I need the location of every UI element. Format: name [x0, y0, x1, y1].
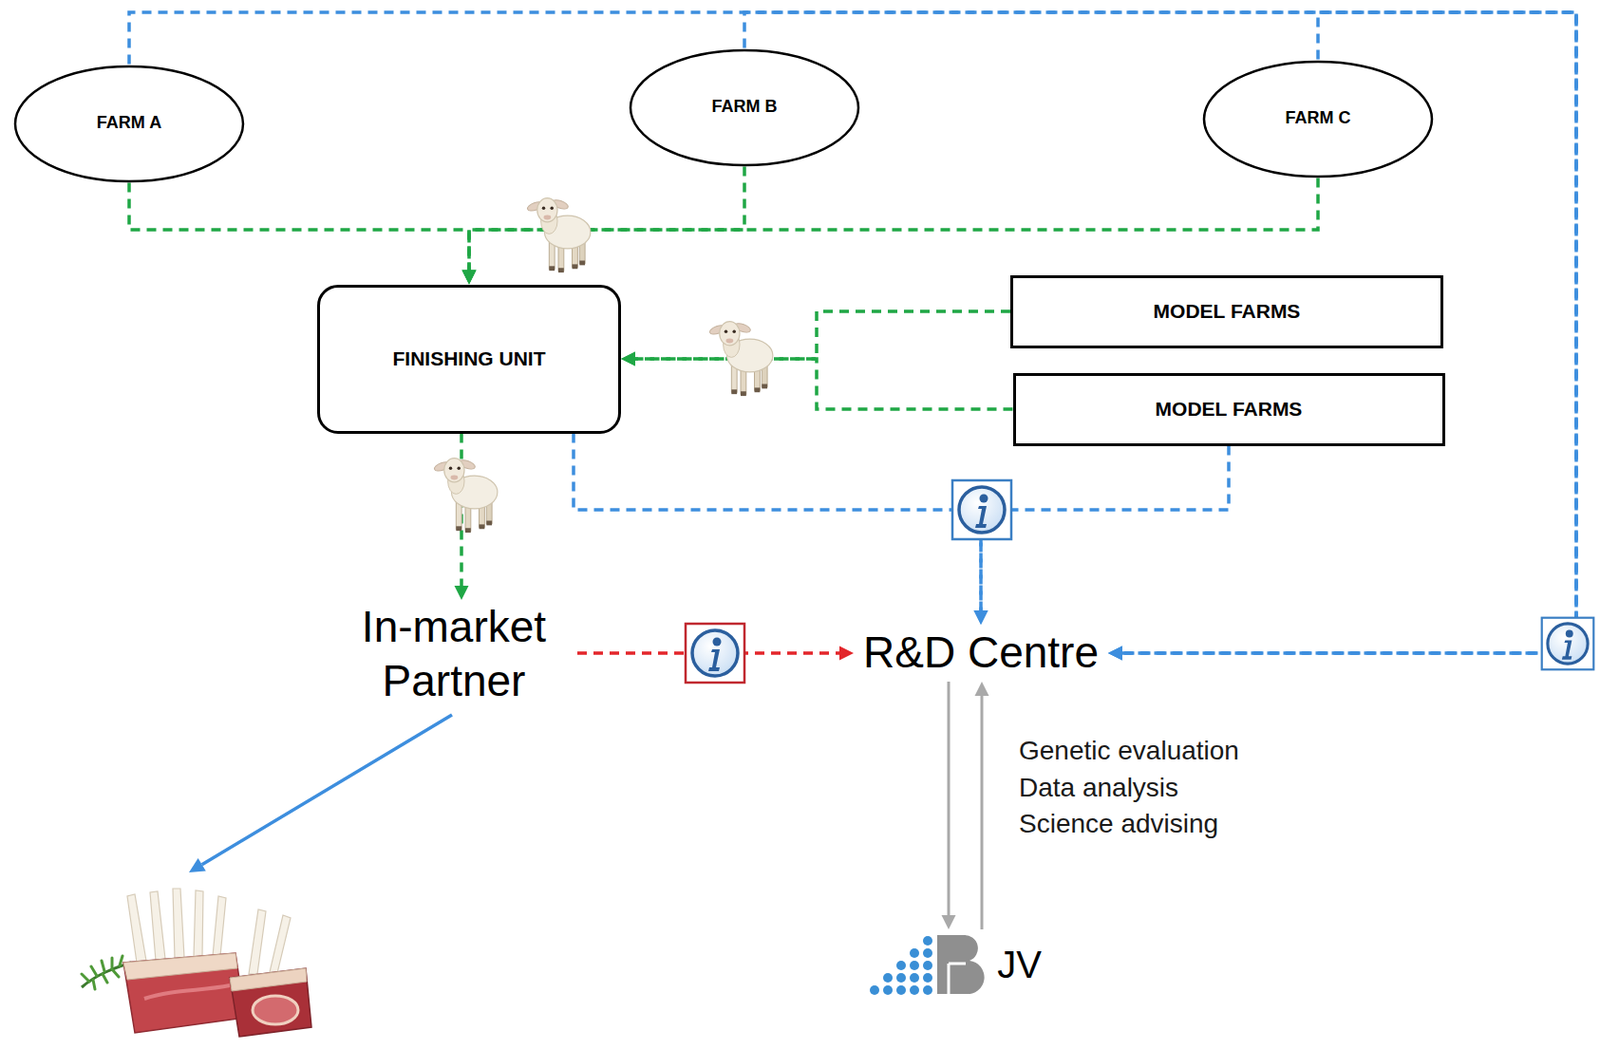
arrow-head: [621, 352, 636, 367]
arrow-head: [1108, 646, 1123, 661]
centre-node: R&D Centre: [853, 624, 1109, 682]
arrow-head: [462, 270, 477, 285]
lamb-picture: [708, 321, 773, 396]
arrow-head: [941, 915, 957, 930]
text-column: FARM A: [96, 112, 162, 134]
lamb-picture: [526, 198, 591, 273]
connector-line: [469, 178, 1318, 272]
farm-ellipse: FARM C: [1202, 59, 1434, 179]
lamb-picture: [432, 458, 498, 533]
model-farms-box: MODEL FARMS: [1013, 373, 1446, 447]
text-column: In-market Partner: [330, 600, 578, 709]
arrow-head: [462, 270, 477, 285]
arrow-head: [839, 646, 854, 661]
connector: [129, 183, 477, 285]
connector: [129, 12, 1577, 661]
arrow-head: [974, 610, 989, 625]
finishing-unit-box: FINISHING UNIT: [317, 284, 622, 434]
arrow-head: [454, 585, 470, 601]
connector-line: [129, 12, 1577, 654]
connector: [941, 681, 957, 930]
connector-line: [573, 433, 981, 613]
info-icon: [952, 480, 1012, 540]
text-column: MODEL FARMS: [1153, 299, 1301, 323]
connector-line: [129, 183, 470, 272]
jv-node: JV: [865, 929, 1044, 1000]
node-label: JV: [997, 941, 1042, 988]
node-label: MODEL FARMS: [1155, 396, 1303, 421]
connector: [573, 433, 989, 626]
partner-node: In-market Partner: [330, 600, 578, 709]
node-label: MODEL FARMS: [1153, 299, 1301, 323]
info-icon: [1542, 618, 1595, 671]
text-column: JV: [997, 941, 1042, 988]
farm-ellipse: FARM A: [13, 64, 245, 184]
connector-line: [634, 358, 1014, 410]
node-label: R&D Centre: [863, 626, 1099, 679]
connector-line: [980, 695, 984, 930]
node-label: FARM C: [1285, 108, 1352, 130]
text-column: FARM C: [1285, 108, 1352, 130]
connector: [744, 12, 1577, 661]
node-label: In-market Partner: [330, 600, 578, 709]
connector: [621, 352, 1014, 411]
arrow-head: [1108, 646, 1123, 661]
arrow-head: [975, 681, 990, 697]
connector-line: [634, 311, 1011, 359]
node-label: FARM A: [96, 112, 162, 134]
connector-line: [744, 12, 1577, 654]
text-column: R&D Centre: [863, 626, 1099, 679]
jv-logo: [866, 931, 986, 998]
arrow-head: [621, 352, 636, 367]
lamb-rack-picture: [81, 888, 312, 1037]
text-column: FARM B: [712, 96, 778, 118]
arrow-head: [462, 270, 477, 285]
arrow-head: [1108, 646, 1123, 661]
arrow-head: [974, 610, 989, 625]
text-column: MODEL FARMS: [1155, 396, 1303, 421]
connector: [975, 681, 990, 930]
connector-line: [947, 681, 951, 917]
connector: [462, 178, 1319, 285]
edge-label: Genetic evaluation Data analysis Science…: [1018, 733, 1280, 844]
connector: [462, 167, 746, 285]
model-farms-box: MODEL FARMS: [1010, 275, 1444, 349]
product-arrow: [188, 715, 452, 873]
info-icon: [685, 623, 745, 683]
connector-line: [469, 167, 745, 272]
node-label: FINISHING UNIT: [393, 346, 546, 371]
text-column: FINISHING UNIT: [393, 346, 546, 371]
farm-ellipse: FARM B: [628, 48, 861, 168]
connector-line: [980, 446, 1229, 613]
node-label: FARM B: [712, 96, 778, 118]
